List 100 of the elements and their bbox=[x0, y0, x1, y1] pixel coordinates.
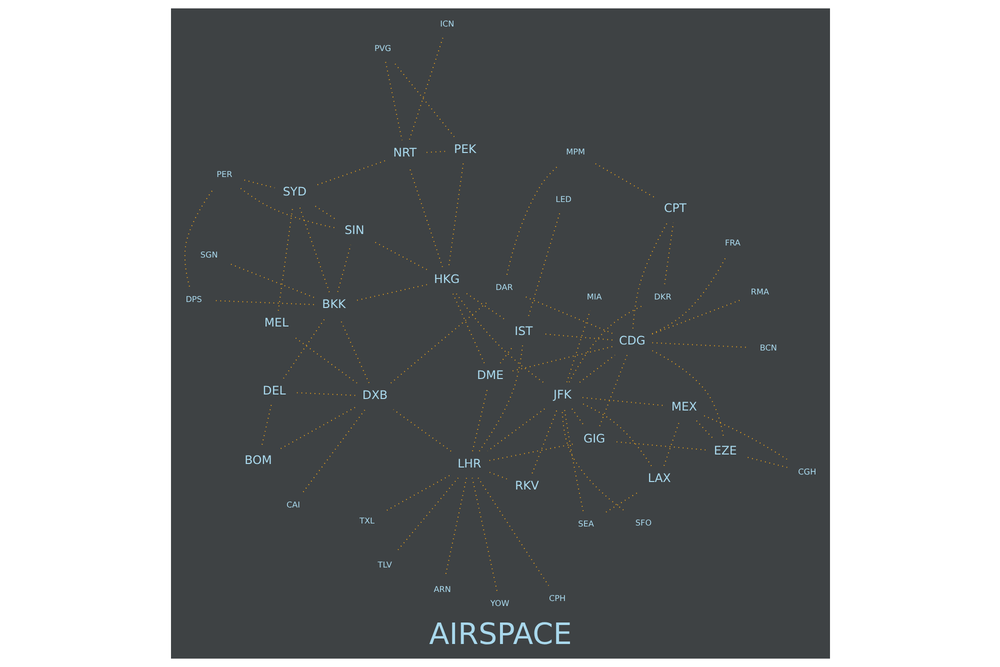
node-text: LHR bbox=[457, 456, 481, 470]
connector bbox=[561, 408, 624, 510]
connector bbox=[278, 406, 355, 450]
node-text: RMA bbox=[750, 286, 769, 297]
connector bbox=[524, 296, 612, 334]
node-text: BCN bbox=[759, 342, 776, 352]
connector bbox=[526, 213, 560, 319]
connector bbox=[663, 420, 680, 466]
connector bbox=[314, 205, 334, 219]
connector bbox=[488, 472, 507, 480]
connector bbox=[664, 222, 674, 284]
connector bbox=[703, 415, 787, 460]
connector bbox=[563, 408, 584, 512]
node-text: BKK bbox=[322, 297, 346, 312]
connector bbox=[339, 318, 369, 384]
node-text: CGH bbox=[798, 466, 816, 477]
connector bbox=[510, 346, 612, 372]
node-text: LAX bbox=[647, 470, 670, 485]
connector bbox=[408, 38, 443, 140]
node-text: TXL bbox=[359, 515, 374, 526]
node-text: DXB bbox=[362, 388, 388, 402]
connector bbox=[395, 478, 458, 552]
connector bbox=[408, 166, 442, 268]
node-text: DAR bbox=[495, 282, 512, 292]
node-text: HKG bbox=[434, 272, 460, 286]
connector bbox=[582, 403, 652, 466]
node-text: DPS bbox=[185, 294, 202, 304]
node-text: GIG bbox=[582, 432, 605, 446]
node-text: MIA bbox=[586, 291, 602, 302]
connector bbox=[744, 456, 787, 468]
connector bbox=[614, 441, 706, 450]
connector bbox=[652, 350, 724, 439]
node-text: CPH bbox=[548, 592, 566, 603]
connector bbox=[374, 241, 427, 270]
connector bbox=[651, 256, 726, 334]
connector bbox=[392, 62, 454, 137]
connector bbox=[652, 342, 748, 348]
connector bbox=[336, 244, 351, 292]
node-text: BOM bbox=[244, 452, 272, 467]
connector bbox=[472, 390, 488, 452]
node-text: EZE bbox=[713, 444, 736, 458]
connector bbox=[488, 443, 574, 462]
node-text: ARN bbox=[433, 584, 450, 594]
node-text: PVG bbox=[374, 42, 391, 53]
connector bbox=[594, 163, 656, 198]
node-text: TLV bbox=[377, 560, 392, 570]
node-text: ICN bbox=[440, 18, 454, 29]
connector bbox=[652, 300, 740, 335]
node-text: DEL bbox=[262, 383, 286, 398]
node-text: LED bbox=[555, 194, 572, 204]
connector bbox=[302, 409, 365, 492]
node-text: SYD bbox=[282, 184, 306, 199]
node-text: CAI bbox=[286, 499, 300, 510]
node-text: DME bbox=[476, 368, 504, 382]
connector bbox=[282, 318, 325, 379]
node-text: SEA bbox=[578, 518, 594, 528]
node-text: DKR bbox=[654, 292, 671, 302]
connector bbox=[455, 293, 543, 383]
node-text: FRA bbox=[724, 237, 740, 248]
connector bbox=[506, 165, 558, 275]
node-text: JFK bbox=[553, 387, 571, 402]
connector bbox=[582, 397, 664, 406]
connector bbox=[240, 188, 334, 228]
diagram-title: AIRSPACE bbox=[428, 616, 572, 651]
node-text: NRT bbox=[392, 145, 416, 160]
connector bbox=[605, 491, 640, 512]
node-text: CDG bbox=[618, 334, 645, 348]
connector bbox=[598, 355, 628, 427]
node-text: SIN bbox=[344, 223, 364, 238]
connector bbox=[184, 188, 214, 287]
node-text: PEK bbox=[453, 142, 476, 156]
connector bbox=[228, 263, 314, 298]
connector bbox=[298, 206, 330, 292]
node-text: SFO bbox=[634, 517, 652, 528]
connector bbox=[471, 478, 497, 591]
connector bbox=[531, 408, 558, 474]
connector bbox=[477, 478, 549, 586]
node-text: MPM bbox=[566, 146, 585, 156]
connector bbox=[452, 293, 484, 364]
connector bbox=[499, 345, 514, 364]
node-text: CPT bbox=[663, 200, 686, 215]
connector bbox=[386, 475, 450, 511]
connector bbox=[277, 206, 293, 311]
connector bbox=[213, 300, 314, 306]
connector bbox=[390, 300, 488, 384]
connector bbox=[696, 420, 713, 439]
connector bbox=[578, 354, 615, 383]
node-text: MEL bbox=[264, 316, 288, 330]
node-text: MEX bbox=[670, 399, 696, 414]
connector bbox=[571, 408, 585, 427]
connector bbox=[444, 478, 466, 577]
connector bbox=[392, 409, 451, 452]
node-text: SGN bbox=[200, 250, 218, 260]
connector bbox=[294, 336, 357, 384]
node-text: PER bbox=[216, 169, 232, 180]
connector bbox=[478, 346, 523, 452]
connector bbox=[466, 293, 504, 320]
connector bbox=[448, 164, 464, 267]
connector bbox=[568, 305, 642, 382]
connector bbox=[543, 333, 612, 340]
